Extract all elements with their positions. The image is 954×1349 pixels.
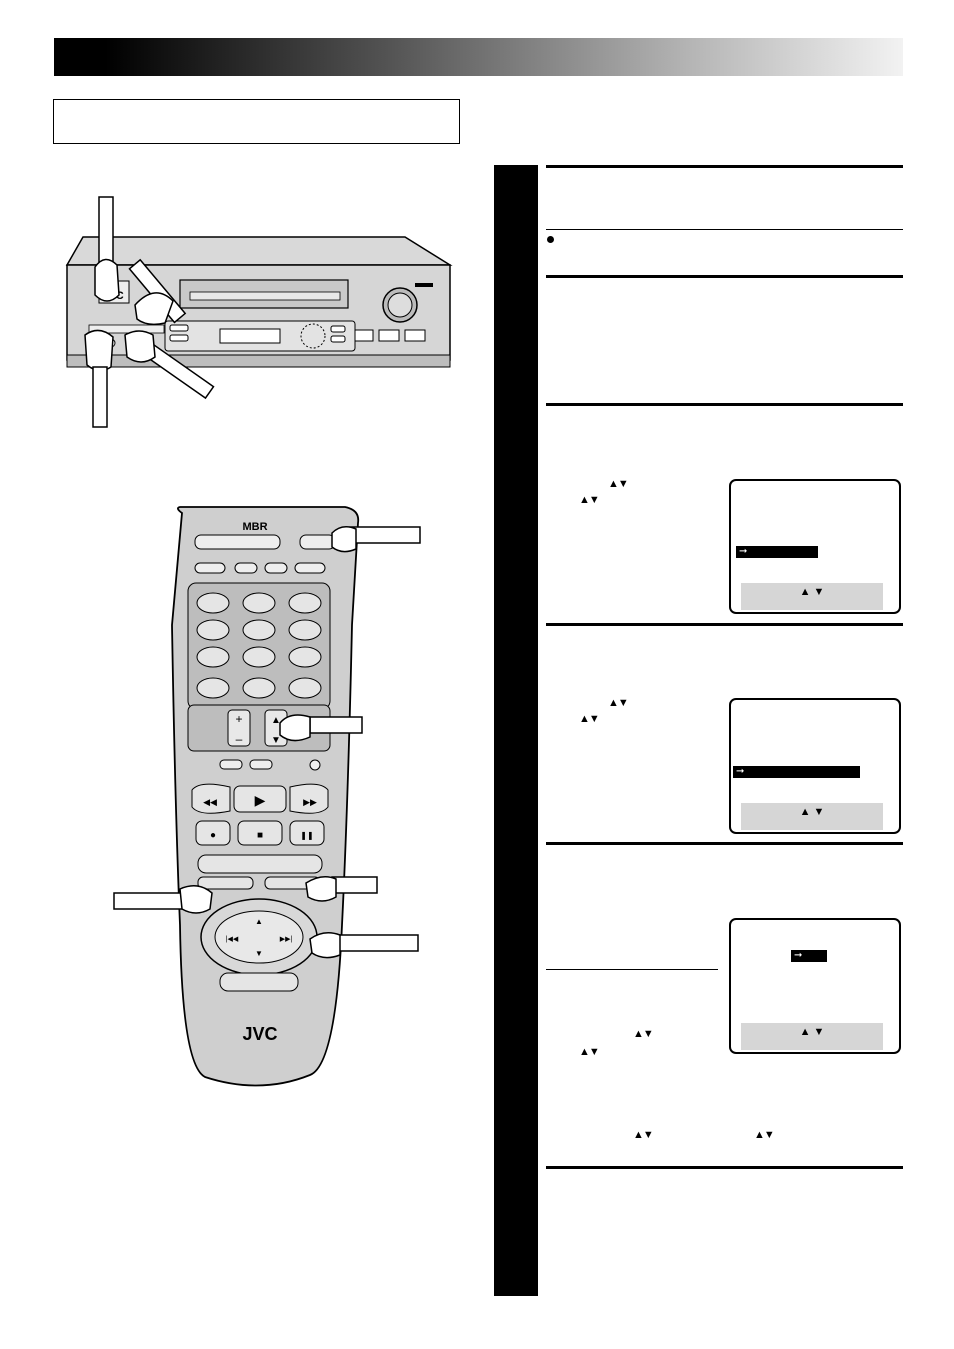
osd-2-highlight: ➞ <box>733 766 860 778</box>
osd-1-highlight: ➞ <box>736 546 818 558</box>
step-5-subrule <box>546 969 718 970</box>
step4-arrows-2: ▲▼ <box>579 713 600 725</box>
osd-screen-3: ➞ ▲ ▼ <box>729 918 901 1054</box>
step3-arrows-1: ▲▼ <box>608 478 629 490</box>
step-6-rule <box>546 1166 903 1169</box>
note-bullet <box>547 236 554 243</box>
rew-sign: ◀◀ <box>203 797 217 807</box>
down-sign: ▼ <box>271 735 281 746</box>
step5-arrows-3: ▲▼ <box>633 1129 654 1141</box>
pause-sign: ❚❚ <box>300 831 313 840</box>
step-4-rule <box>546 623 903 626</box>
step5-arrows-1: ▲▼ <box>633 1028 654 1040</box>
step-3-rule <box>546 403 903 406</box>
osd-3-footer: ▲ ▼ <box>741 1023 883 1050</box>
plus-sign: + <box>235 712 242 726</box>
step-2-rule <box>546 275 903 278</box>
step5-arrows-4: ▲▼ <box>754 1129 775 1141</box>
skip-fwd-sign: ▶▶| <box>280 936 293 943</box>
nav-up-sign: ▲ <box>255 917 263 926</box>
nav-down-sign: ▼ <box>255 949 263 958</box>
osd-3-highlight: ➞ <box>791 950 827 962</box>
remote-illustration: MBR + – ▲ ▼ ▶ ◀◀ ▶▶ ● ■ ❚❚ ▲ ▼ |◀◀ ▶▶| J… <box>113 506 421 1087</box>
osd-2-footer: ▲ ▼ <box>741 803 883 830</box>
step4-arrows-1: ▲▼ <box>608 697 629 709</box>
ff-sign: ▶▶ <box>303 797 317 807</box>
osd-screen-2: ➞ ▲ ▼ <box>729 698 901 834</box>
minus-sign: – <box>236 732 243 746</box>
step-number-sidebar <box>494 165 538 1296</box>
vcr-illustration: JVC <box>65 196 453 428</box>
skip-back-sign: |◀◀ <box>226 936 239 943</box>
osd-1-footer: ▲ ▼ <box>741 583 883 610</box>
remote-logo: MBR <box>242 521 267 533</box>
remote-brand-logo: JVC <box>242 1024 277 1044</box>
section-title-box <box>53 99 460 144</box>
up-sign: ▲ <box>271 715 281 726</box>
step5-arrows-2: ▲▼ <box>579 1046 600 1058</box>
step-1-rule <box>546 165 903 168</box>
rec-sign: ● <box>210 830 216 841</box>
step3-arrows-2: ▲▼ <box>579 494 600 506</box>
osd-screen-1: ➞ ▲ ▼ <box>729 479 901 614</box>
step-1-subrule <box>546 229 903 230</box>
header-gradient-bar <box>54 38 903 76</box>
play-sign: ▶ <box>255 792 266 808</box>
stop-sign: ■ <box>257 830 263 841</box>
step-5-rule <box>546 842 903 845</box>
